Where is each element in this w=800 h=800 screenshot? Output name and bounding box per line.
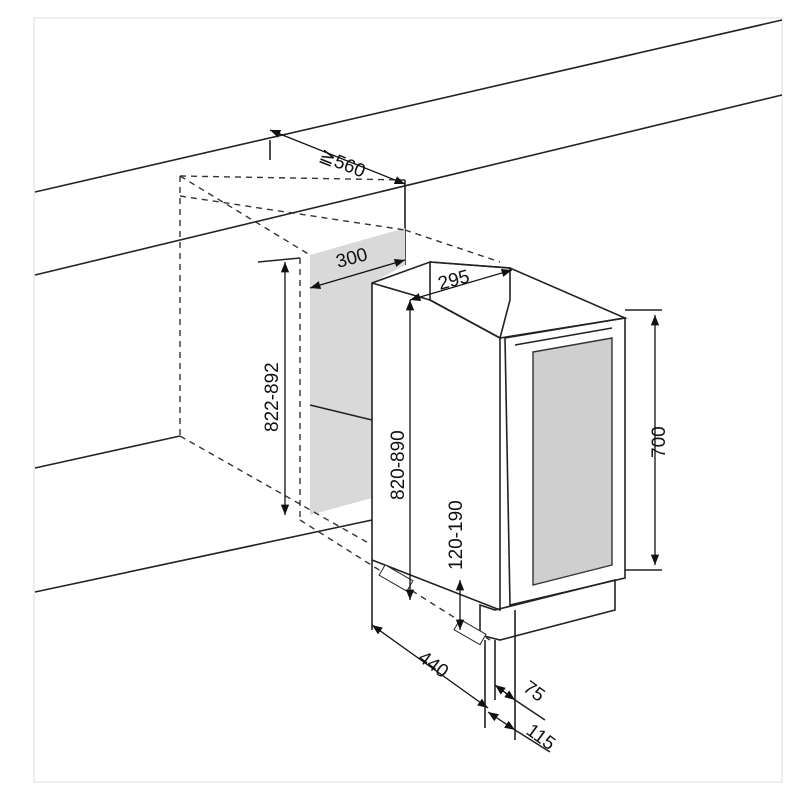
plinth <box>479 578 616 641</box>
dimension-lines <box>257 129 662 753</box>
label-door-height: 700 <box>649 426 670 458</box>
frame-border <box>33 17 783 783</box>
label-plinth-height: 120-190 <box>446 500 467 570</box>
niche-back-panel <box>310 228 405 515</box>
door-window <box>532 337 613 586</box>
door <box>504 317 626 607</box>
label-appliance-depth: 440 <box>414 647 452 683</box>
countertop <box>34 19 783 276</box>
label-door-depth: 115 <box>522 720 559 755</box>
label-appliance-height: 820-890 <box>388 430 409 500</box>
label-niche-width: ≧560 <box>316 145 368 182</box>
label-foot-offset: 75 <box>519 677 548 706</box>
label-appliance-width: 295 <box>436 266 472 294</box>
foot-right <box>453 618 487 646</box>
lower-cabinet <box>34 435 373 593</box>
label-niche-height: 822-892 <box>262 362 283 432</box>
